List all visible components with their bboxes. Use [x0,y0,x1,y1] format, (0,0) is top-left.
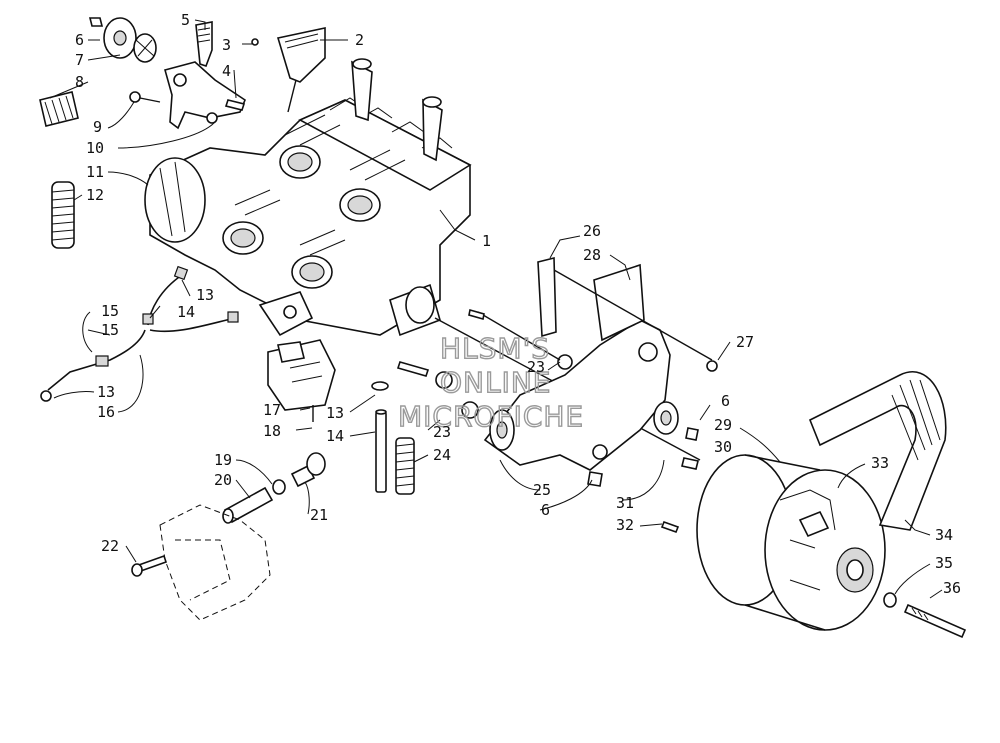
callout-22: 22 [101,537,119,555]
callout-35: 35 [935,554,953,572]
callout-28: 28 [583,246,601,264]
motor-plate [468,256,718,471]
callout-13-c: 13 [326,404,344,422]
callout-12: 12 [86,186,104,204]
pin-part-14-center [371,381,389,493]
bolt-part-23-left [396,361,479,419]
watermark-line-2: ONLINE [440,366,551,399]
callout-6-c: 6 [721,392,730,410]
fuel-pump-part-17 [258,291,336,422]
callout-27: 27 [736,333,754,351]
callout-14-b: 15 [101,302,119,320]
callout-17: 17 [263,401,281,419]
callout-25: 25 [533,481,551,499]
callout-29: 29 [714,416,732,434]
bracket-assembly [164,21,246,130]
watermark-line-1: HLSM'S [440,332,550,365]
spring-part-8 [39,91,79,127]
callout-33: 33 [871,454,889,472]
callout-14-a: 14 [177,303,195,321]
callout-4: 4 [222,62,231,80]
callout-11: 11 [86,163,104,181]
callout-10: 10 [86,139,104,157]
callout-15: 15 [101,321,119,339]
drive-clutch [696,454,886,631]
hose-assembly [40,265,239,402]
callout-24: 24 [433,446,451,464]
callout-labels: 1 2 3 4 5 6 7 8 9 10 11 12 13 14 15 15 1… [75,11,961,597]
callout-2: 2 [355,31,364,49]
bolt-part-32 [660,520,680,534]
callout-31: 31 [616,494,634,512]
bolt-part-22 [131,554,168,577]
callout-9: 9 [93,118,102,136]
callout-13-b: 13 [97,383,115,401]
leader-lines [49,19,943,599]
bolt-part-9 [129,91,161,103]
callout-18: 18 [263,422,281,440]
callout-34: 34 [935,526,953,544]
spring-part-12 [51,181,75,249]
sprocket-part-25 [489,409,515,451]
callout-6: 6 [75,31,84,49]
spacer-part-20 [222,486,274,524]
callout-1: 1 [482,232,491,250]
bolt-part-4 [224,99,246,111]
callout-23-a: 23 [527,358,545,376]
callout-21: 21 [310,506,328,524]
engine-assembly [144,58,701,461]
callout-19: 19 [214,451,232,469]
watermark: HLSM'S ONLINE MICROFICHE [397,331,584,433]
bolt-part-21 [290,452,326,488]
callout-20: 20 [214,471,232,489]
callout-13-a: 13 [196,286,214,304]
drive-pulley-small [88,17,157,63]
washer-part-35 [883,592,897,608]
callout-23-b: 23 [433,423,451,441]
callout-26: 26 [583,222,601,240]
callout-36: 36 [943,579,961,597]
washer-part-19 [272,479,286,495]
callout-32: 32 [616,516,634,534]
watermark-line-3: MICROFICHE [398,400,584,433]
mount-bracket-dashed [159,504,271,621]
callout-7: 7 [75,51,84,69]
callout-6-b: 6 [541,501,550,519]
drive-belt-part-34 [808,371,947,531]
callout-5: 5 [181,11,190,29]
sprocket-part-6-right [587,401,699,487]
spring-part-24 [395,437,415,495]
callout-14-c: 14 [326,427,344,445]
callout-8: 8 [75,73,84,91]
callout-3: 3 [222,36,231,54]
callout-30: 30 [714,438,732,456]
throttle-lever-part-2 [251,27,326,113]
callout-16: 16 [97,403,115,421]
bolt-part-36 [903,603,967,639]
